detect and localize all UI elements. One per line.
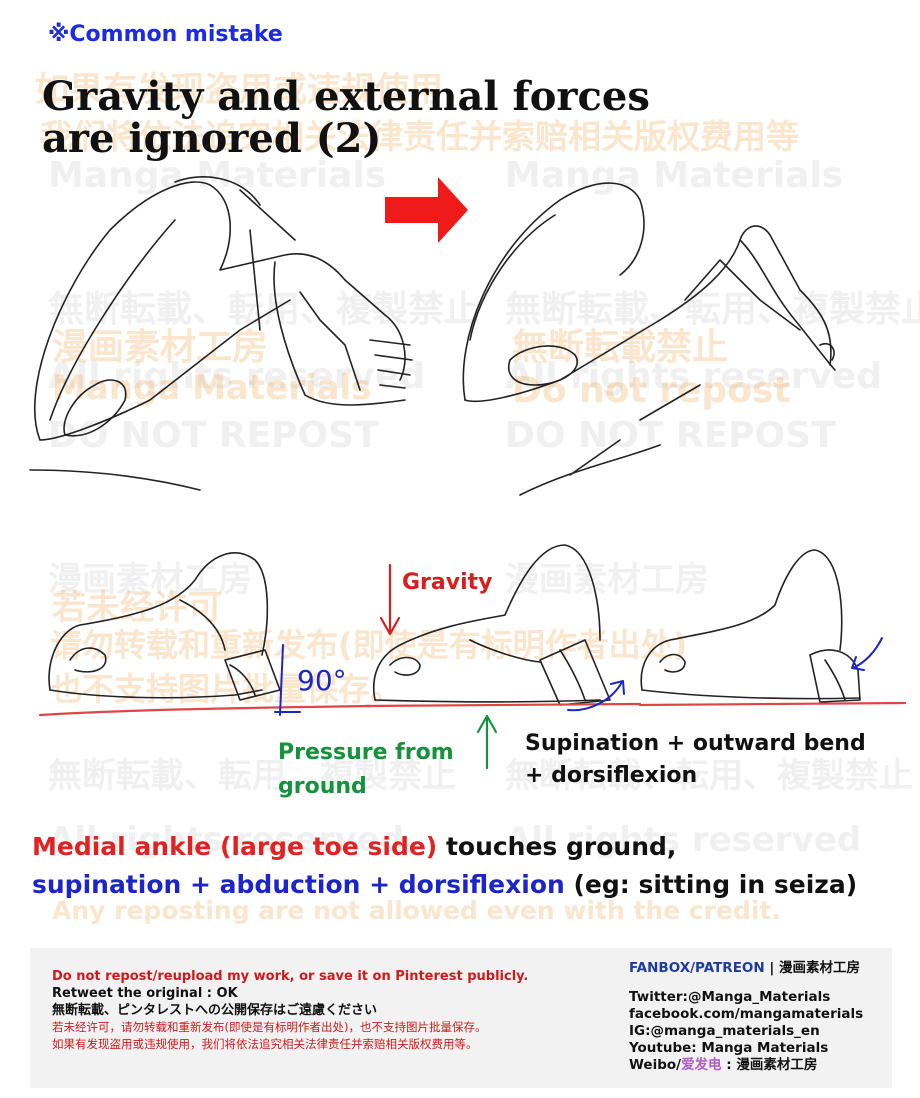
- gravity-label: Gravity: [402, 570, 493, 595]
- sketch-wrong-pose: [29, 176, 413, 491]
- title-line-1: Gravity and external forces: [42, 73, 650, 120]
- weibo-suffix: : 漫画素材工房: [721, 1057, 818, 1073]
- notice-line-3: 無断転載、ピンタレストへの公開保存はご遠慮ください: [52, 1003, 378, 1018]
- facebook-link[interactable]: facebook.com/mangamaterials: [629, 1006, 864, 1022]
- blue-arrow-right-icon: [851, 637, 883, 671]
- fanbox-separator: |: [764, 960, 780, 976]
- youtube-link[interactable]: Youtube: Manga Materials: [629, 1040, 829, 1056]
- blue-arrow-left-icon: [567, 680, 625, 712]
- explanation-line-1: Medial ankle (large toe side) touches gr…: [32, 828, 857, 866]
- notice-line-2: Retweet the original : OK: [52, 986, 238, 1001]
- notice-line-1: Do not repost/reupload my work, or save …: [52, 969, 529, 984]
- fanbox-name: 漫画素材工房: [779, 960, 861, 976]
- supination-label-line-2: + dorsiflexion: [525, 763, 698, 788]
- title-line-2: are ignored (2): [42, 115, 382, 162]
- sketch-corrected-pose: [462, 182, 836, 496]
- afdian-label: 爱发电: [681, 1057, 722, 1073]
- spacer: [629, 977, 863, 989]
- example-text: (eg: sitting in seiza): [564, 870, 858, 899]
- angle-label: 90°: [297, 664, 347, 697]
- leg-sketches: 90°: [29, 176, 907, 770]
- weibo-prefix: Weibo/: [629, 1057, 682, 1073]
- pressure-label-line-1: Pressure from: [278, 740, 454, 765]
- sketch-supination-leg: [363, 544, 642, 708]
- red-arrow-icon: [385, 177, 468, 243]
- medial-ankle-text: Medial ankle (large toe side): [32, 832, 438, 861]
- fanbox-link[interactable]: FANBOX/PATREON: [629, 960, 765, 976]
- notice-line-5: 如果有发现盗用或违规使用，我们将依法追究相关法律责任并索赔相关版权费用等。: [52, 1037, 478, 1051]
- pressure-label: Pressure from ground: [278, 736, 454, 804]
- explanation-text: Medial ankle (large toe side) touches gr…: [32, 828, 857, 904]
- explanation-line-2: supination + abduction + dorsiflexion (e…: [32, 866, 857, 904]
- pressure-label-line-2: ground: [278, 774, 367, 799]
- page-title: Gravity and external forces are ignored …: [42, 76, 722, 160]
- pressure-arrow-icon: [476, 714, 498, 770]
- social-links: FANBOX/PATREON | 漫画素材工房 Twitter:@Manga_M…: [629, 960, 863, 1074]
- instagram-link[interactable]: IG:@manga_materials_en: [629, 1023, 820, 1039]
- footer-panel: Do not repost/reupload my work, or save …: [30, 948, 892, 1088]
- supination-label: Supination + outward bend + dorsiflexion: [525, 728, 866, 792]
- sketch-flat-leg: [38, 552, 372, 717]
- touches-ground-text: touches ground,: [437, 832, 677, 861]
- sketch-seiza-leg: [638, 549, 907, 707]
- supination-text: supination + abduction + dorsiflexion: [32, 870, 565, 899]
- supination-label-line-1: Supination + outward bend: [525, 731, 866, 756]
- gravity-arrow-icon: [379, 563, 401, 636]
- weibo-line[interactable]: Weibo/爱发电 : 漫画素材工房: [629, 1057, 863, 1074]
- repost-notice: Do not repost/reupload my work, or save …: [52, 968, 528, 1053]
- fanbox-line: FANBOX/PATREON | 漫画素材工房: [629, 960, 863, 977]
- notice-line-4: 若未经许可，请勿转载和重新发布(即使是有标明作者出处)，也不支持图片批量保存。: [52, 1020, 487, 1034]
- common-mistake-badge: ※Common mistake: [48, 22, 283, 47]
- twitter-link[interactable]: Twitter:@Manga_Materials: [629, 989, 831, 1005]
